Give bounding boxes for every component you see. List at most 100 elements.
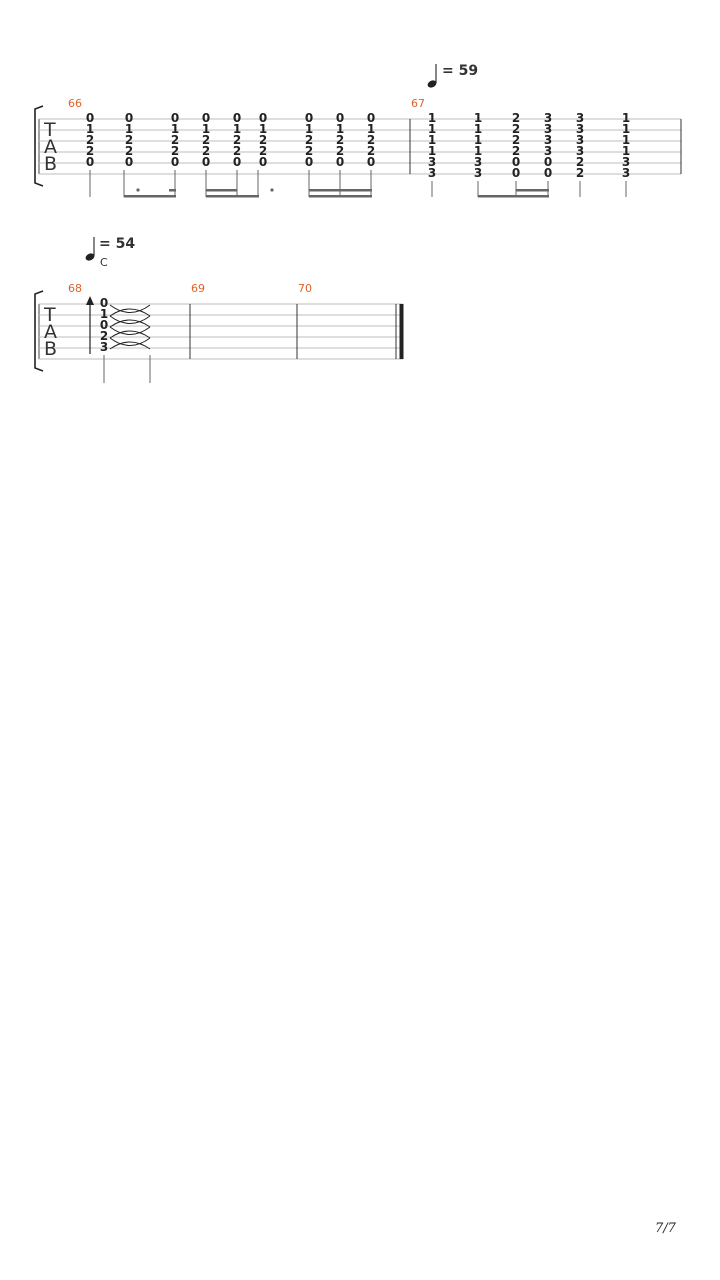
chord: 3 3 3 3 2 2 — [576, 111, 584, 180]
fret-number: 3 — [544, 144, 552, 158]
system-brace — [34, 290, 44, 372]
measure-67: 1 1 1 1 3 3 1 1 1 1 3 3 2 2 2 2 0 0 — [428, 111, 630, 180]
fret-number: 1 — [202, 122, 210, 136]
fret-number: 3 — [100, 340, 108, 354]
fret-number: 3 — [576, 122, 584, 136]
chord: 0 1 2 2 0 — [305, 111, 313, 169]
quarter-note-icon — [425, 63, 439, 90]
fret-number: 2 — [86, 144, 94, 158]
fret-number: 0 — [86, 111, 94, 125]
tempo-text: = 59 — [442, 63, 478, 79]
fret-number: 0 — [336, 111, 344, 125]
fret-number: 1 — [474, 122, 482, 136]
fret-number: 0 — [512, 166, 520, 180]
fret-number: 0 — [367, 155, 375, 169]
fret-number: 1 — [259, 122, 267, 136]
fret-number: 0 — [86, 155, 94, 169]
chord: 0 1 2 2 0 — [367, 111, 375, 169]
tab-clef-t: T — [43, 304, 56, 326]
final-barline-thick — [399, 304, 404, 359]
fret-number: 2 — [336, 133, 344, 147]
fret-number: 2 — [202, 133, 210, 147]
fret-number: 2 — [125, 144, 133, 158]
fret-number: 0 — [125, 155, 133, 169]
measure-68: 0 1 0 2 3 — [100, 296, 151, 383]
fret-number: 0 — [171, 155, 179, 169]
fret-number: 1 — [474, 144, 482, 158]
fret-number: 3 — [428, 155, 436, 169]
fret-number: 1 — [125, 122, 133, 136]
fret-number: 0 — [259, 111, 267, 125]
fret-number: 2 — [367, 133, 375, 147]
fret-number: 0 — [100, 318, 108, 332]
tab-clef-a: A — [44, 136, 57, 158]
rhythm-notation — [89, 170, 627, 198]
system-brace — [34, 105, 44, 187]
fret-number: 0 — [336, 155, 344, 169]
fret-number: 2 — [86, 133, 94, 147]
fret-number: 1 — [622, 111, 630, 125]
measure-number: 67 — [411, 97, 425, 110]
chord: 1 1 1 1 3 3 — [428, 111, 436, 180]
chord: 0 1 2 2 0 — [202, 111, 210, 169]
fret-number: 1 — [428, 111, 436, 125]
fret-number: 2 — [576, 155, 584, 169]
strum-up-arrow-icon — [86, 296, 94, 354]
fret-number: 0 — [367, 111, 375, 125]
fret-number: 3 — [544, 133, 552, 147]
tab-clef: T A B — [43, 304, 57, 360]
fret-number: 1 — [428, 122, 436, 136]
quarter-note-icon — [83, 236, 97, 263]
measure-number: 70 — [298, 282, 312, 295]
fret-number: 3 — [544, 111, 552, 125]
measure-number: 69 — [191, 282, 205, 295]
chord: 0 1 2 2 0 — [259, 111, 267, 169]
fret-number: 2 — [100, 329, 108, 343]
tempo-text: = 54 — [99, 236, 135, 252]
fret-number: 3 — [474, 155, 482, 169]
fret-number: 3 — [576, 144, 584, 158]
chord: 0 1 2 2 0 — [336, 111, 344, 169]
fret-number: 0 — [100, 296, 108, 310]
fret-number: 0 — [544, 166, 552, 180]
fret-number: 1 — [474, 133, 482, 147]
page-number: 7/7 — [655, 1221, 676, 1236]
system-1: = 59 T A B 66 67 0 1 — [34, 63, 682, 198]
chord: 0 1 2 2 0 — [233, 111, 241, 169]
chord: 3 3 3 3 0 0 — [544, 111, 552, 180]
fret-number: 2 — [171, 133, 179, 147]
fret-number: 2 — [336, 144, 344, 158]
chord: 0 1 2 2 0 — [86, 111, 94, 169]
tab-clef-a: A — [44, 321, 57, 343]
tab-clef: T A B — [43, 119, 57, 175]
fret-number: 0 — [233, 155, 241, 169]
fret-number: 0 — [125, 111, 133, 125]
tab-staff-lines — [39, 118, 681, 175]
fret-number: 1 — [622, 122, 630, 136]
fret-number: 0 — [305, 155, 313, 169]
fret-number: 2 — [512, 133, 520, 147]
tab-clef-t: T — [43, 119, 56, 141]
fret-number: 2 — [512, 144, 520, 158]
chord: 0 1 2 2 0 — [171, 111, 179, 169]
system-2: = 54 C T A B 68 69 70 — [34, 236, 404, 383]
fret-number: 0 — [171, 111, 179, 125]
fret-number: 0 — [202, 155, 210, 169]
tempo-marking: = 59 — [425, 63, 478, 90]
tab-staff-lines — [39, 303, 403, 360]
fret-number: 3 — [428, 166, 436, 180]
fret-number: 0 — [305, 111, 313, 125]
fret-number: 2 — [233, 144, 241, 158]
measure-number: 68 — [68, 282, 82, 295]
fret-number: 2 — [233, 133, 241, 147]
fret-number: 2 — [512, 111, 520, 125]
fret-number: 0 — [233, 111, 241, 125]
fret-number: 2 — [259, 144, 267, 158]
fret-number: 3 — [576, 133, 584, 147]
fret-number: 1 — [367, 122, 375, 136]
chord: 0 1 2 2 0 — [125, 111, 133, 169]
fret-number: 3 — [474, 166, 482, 180]
fret-number: 1 — [428, 133, 436, 147]
fret-number: 1 — [622, 144, 630, 158]
